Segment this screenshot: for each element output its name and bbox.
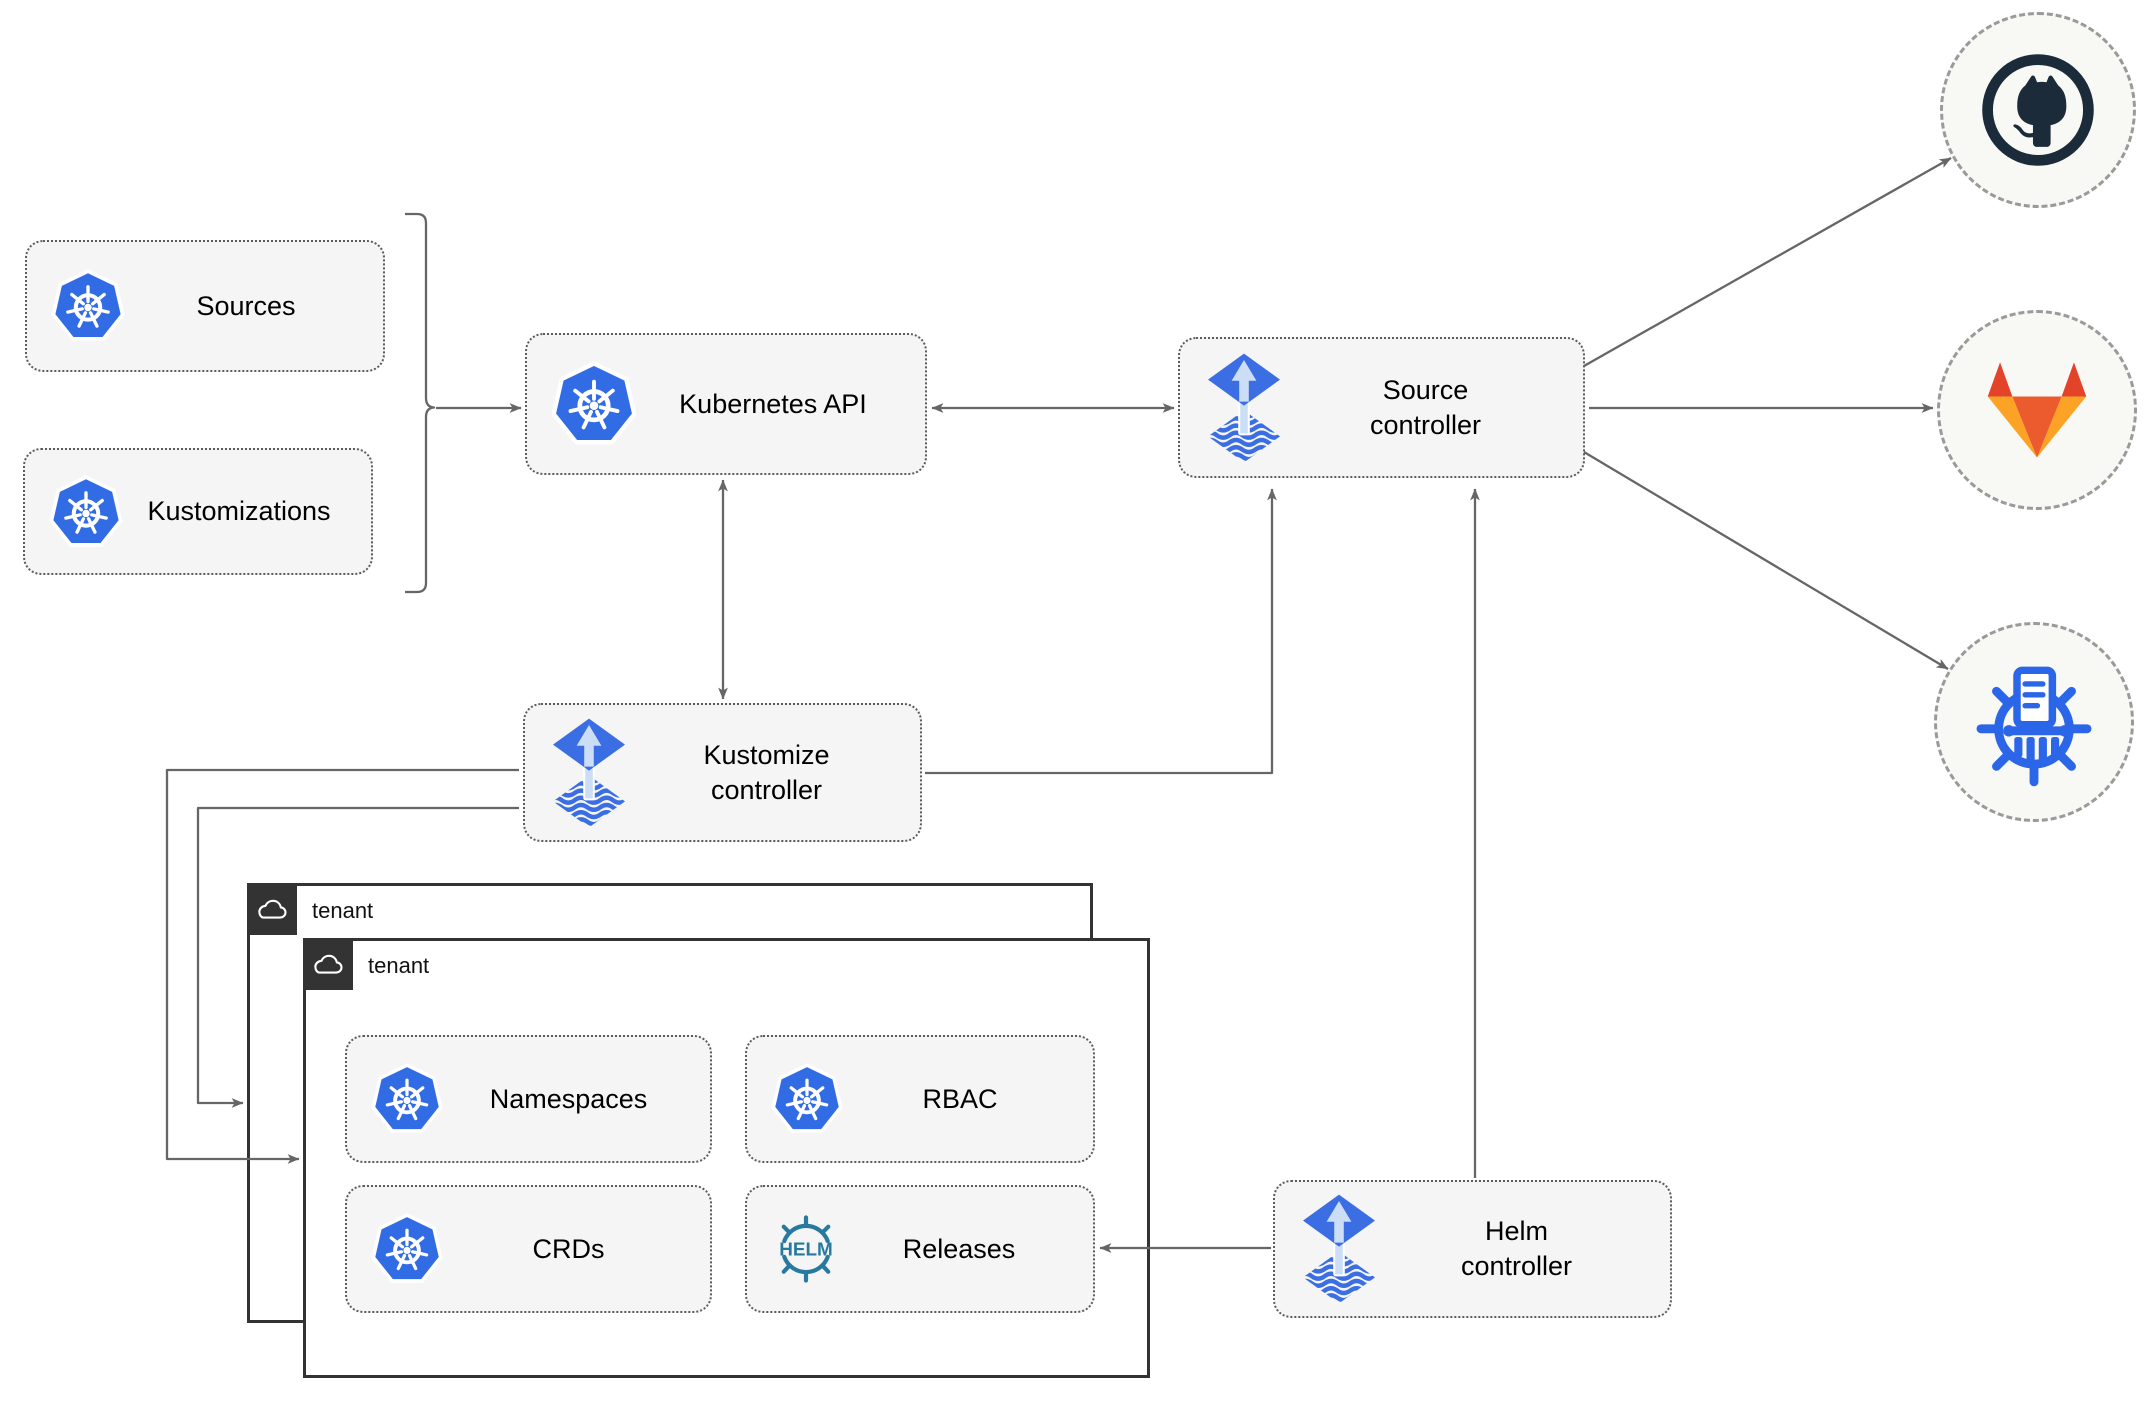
connector-kustomize-to-source-controller: [925, 488, 1277, 775]
helm-icon: HELM: [771, 1214, 841, 1284]
node-rbac: RBAC: [745, 1035, 1095, 1163]
node-label: RBAC: [922, 1083, 998, 1114]
node-source-controller: Source controller: [1178, 337, 1585, 478]
kubernetes-icon: [51, 269, 125, 343]
node-helm-controller: Helm controller: [1273, 1180, 1672, 1318]
node-kubernetes-api: Kubernetes API: [525, 333, 927, 475]
kubernetes-icon: [371, 1213, 443, 1285]
node-label: Kubernetes API: [679, 388, 867, 419]
endpoint-chartmuseum: [1934, 622, 2134, 822]
node-label: Releases: [902, 1233, 1016, 1264]
node-sources: Sources: [25, 240, 385, 372]
gitlab-icon: [1981, 359, 2093, 462]
node-label: Kustomizations: [147, 496, 331, 527]
endpoint-github: [1940, 12, 2136, 208]
connector-source-to-chartmuseum: [1583, 451, 1949, 670]
node-label: Helm controller: [1460, 1216, 1573, 1281]
node-label: Sources: [196, 290, 296, 321]
flux-icon: [549, 715, 629, 831]
inner-tenant-tag: [303, 938, 353, 990]
github-icon: [1975, 47, 2101, 173]
node-namespaces: Namespaces: [345, 1035, 712, 1163]
node-crds: CRDs: [345, 1185, 712, 1313]
node-kustomize-controller: Kustomize controller: [523, 703, 922, 842]
svg-text:HELM: HELM: [779, 1239, 833, 1260]
connector-bracket: [405, 212, 436, 594]
flux-icon: [1204, 350, 1284, 466]
flux-icon: [1299, 1191, 1379, 1307]
endpoint-gitlab: [1937, 310, 2137, 510]
chartmuseum-icon: [1966, 654, 2102, 790]
node-label: Source controller: [1369, 374, 1482, 440]
connector-source-to-github: [1583, 156, 1952, 368]
outer-tenant-label: tenant: [312, 898, 374, 923]
kubernetes-icon: [49, 474, 123, 549]
outer-tenant-tag: [247, 883, 297, 935]
kubernetes-icon: [371, 1063, 443, 1135]
kubernetes-icon: [551, 361, 637, 447]
node-label: CRDs: [532, 1233, 605, 1264]
node-label: Namespaces: [489, 1083, 648, 1114]
inner-tenant-label: tenant: [368, 953, 430, 978]
cloud-icon: [311, 952, 345, 977]
node-label: Kustomize controller: [703, 739, 830, 805]
node-kustomizations: Kustomizations: [23, 448, 373, 575]
kubernetes-icon: [771, 1063, 843, 1135]
cloud-icon: [255, 897, 289, 922]
node-releases: HELM Releases: [745, 1185, 1095, 1313]
